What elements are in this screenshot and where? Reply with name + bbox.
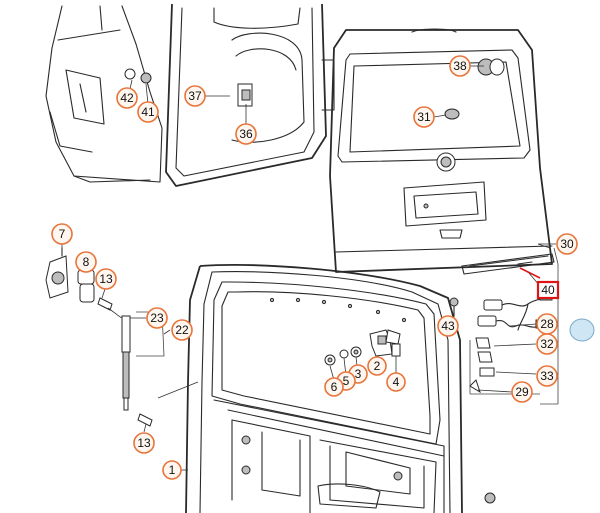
callout-30[interactable]: 30 [556, 233, 578, 255]
callout-37-label: 37 [188, 89, 202, 103]
callout-13-upper-label: 13 [99, 272, 113, 286]
callout-1[interactable]: 1 [162, 460, 182, 480]
callout-31[interactable]: 31 [413, 106, 435, 128]
callout-5-label: 5 [343, 374, 350, 388]
callout-28[interactable]: 28 [536, 313, 558, 335]
callout-41-label: 41 [141, 105, 155, 119]
callout-31-label: 31 [417, 110, 431, 124]
callout-22-label: 22 [175, 323, 189, 337]
callout-38[interactable]: 38 [449, 55, 471, 77]
callout-33-label: 33 [540, 369, 554, 383]
callout-6-label: 6 [331, 380, 338, 394]
callout-7[interactable]: 7 [51, 223, 73, 245]
callout-1-label: 1 [169, 463, 176, 477]
callout-41[interactable]: 41 [137, 101, 159, 123]
number-plate-lamp-assembly [461, 247, 559, 405]
callout-29-label: 29 [515, 385, 529, 399]
callout-3-label: 3 [355, 367, 362, 381]
callout-42[interactable]: 42 [116, 87, 138, 109]
callout-13-lower[interactable]: 13 [133, 432, 155, 454]
tailgate-frame-interior [185, 264, 496, 513]
vehicle-rear-corner-view [45, 5, 163, 183]
callout-22[interactable]: 22 [171, 319, 193, 341]
callout-7-label: 7 [59, 227, 66, 241]
callout-30-label: 30 [560, 237, 574, 251]
lock-cylinder-parts [324, 329, 401, 381]
callout-8[interactable]: 8 [75, 251, 97, 273]
callout-36-label: 36 [239, 127, 253, 141]
callout-40-leader [519, 267, 541, 279]
callout-28-label: 28 [540, 317, 554, 331]
callout-32-label: 32 [540, 337, 554, 351]
callout-43-label: 43 [441, 319, 455, 333]
callout-23-label: 23 [150, 311, 164, 325]
tailgate-exterior-view [329, 28, 553, 273]
callout-43[interactable]: 43 [437, 315, 459, 337]
clips-and-screws [449, 297, 540, 395]
callout-2[interactable]: 2 [367, 356, 387, 376]
callout-42-label: 42 [120, 91, 134, 105]
callout-33[interactable]: 33 [536, 365, 558, 387]
callout-23[interactable]: 23 [146, 307, 168, 329]
callout-37[interactable]: 37 [184, 85, 206, 107]
callout-40[interactable]: 40 [536, 280, 560, 300]
door-frame-view [165, 3, 335, 187]
callout-32[interactable]: 32 [536, 333, 558, 355]
callout-13-lower-label: 13 [137, 436, 151, 450]
callout-4[interactable]: 4 [386, 372, 406, 392]
connector-cap [569, 318, 595, 342]
callout-36[interactable]: 36 [235, 123, 257, 145]
callout-38-label: 38 [453, 59, 467, 73]
callout-2-label: 2 [374, 359, 381, 373]
callout-4-label: 4 [393, 375, 400, 389]
callout-13-upper[interactable]: 13 [95, 268, 117, 290]
callout-29[interactable]: 29 [511, 381, 533, 403]
callout-40-label: 40 [541, 283, 555, 297]
callout-6[interactable]: 6 [324, 377, 344, 397]
callout-8-label: 8 [83, 255, 90, 269]
